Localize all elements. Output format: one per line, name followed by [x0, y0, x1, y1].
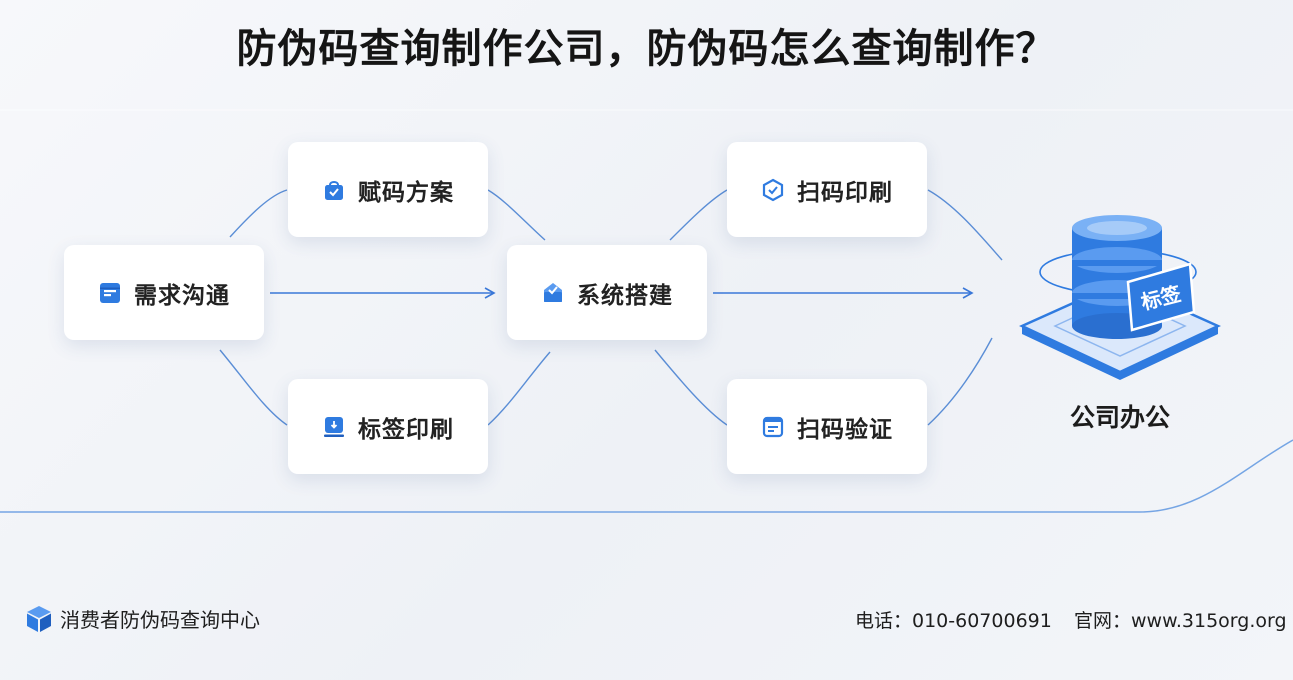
step-scan-verify-label: 扫码验证 — [797, 416, 893, 443]
footer-website-link[interactable]: 官网：www.315org.org — [1074, 610, 1287, 632]
page-title: 防伪码查询制作公司，防伪码怎么查询制作？ — [236, 26, 1057, 72]
connector-scanverify-to-db — [927, 337, 993, 426]
envelope-check-icon — [544, 282, 562, 302]
footer-phone: 电话：010-60700691 — [855, 610, 1052, 632]
connector-plan-to-sys — [487, 189, 546, 241]
connector-sys-to-scanprint — [669, 189, 728, 241]
connector-req-to-label — [219, 349, 288, 426]
connector-label-to-sys — [487, 351, 551, 426]
step-label-print-card[interactable]: 标签印刷 — [288, 379, 488, 474]
step-requirement-card[interactable]: 需求沟通 — [64, 245, 264, 340]
bag-check-icon — [325, 180, 343, 200]
shield-check-icon — [762, 178, 784, 201]
folder-icon — [100, 282, 120, 303]
footer-brand-label: 消费者防伪码查询中心 — [60, 608, 260, 632]
background-swoosh — [0, 439, 1293, 513]
document-icon — [762, 416, 784, 437]
step-scan-verify-card[interactable]: 扫码验证 — [727, 379, 927, 474]
step-plan-card[interactable]: 赋码方案 — [288, 142, 488, 237]
connector-sys-to-scanverify — [654, 349, 728, 426]
footer-brand[interactable]: 消费者防伪码查询中心 — [26, 604, 260, 633]
connector-scanprint-to-db — [927, 189, 1003, 261]
step-scan-print-label: 扫码印刷 — [797, 179, 893, 206]
database-icon: 标签 — [1019, 215, 1221, 380]
cube-icon — [27, 605, 51, 632]
step-system-card[interactable]: 系统搭建 — [507, 245, 707, 340]
step-scan-print-card[interactable]: 扫码印刷 — [727, 142, 927, 237]
print-tray-icon — [324, 416, 344, 437]
connector-req-to-plan — [229, 189, 288, 238]
step-plan-label: 赋码方案 — [358, 179, 454, 206]
db-tag-card — [1126, 262, 1196, 332]
destination-label: 公司办公 — [1069, 403, 1170, 432]
step-label-print-label: 标签印刷 — [358, 416, 454, 443]
step-requirement-label: 需求沟通 — [134, 282, 230, 309]
step-system-label: 系统搭建 — [577, 282, 673, 309]
